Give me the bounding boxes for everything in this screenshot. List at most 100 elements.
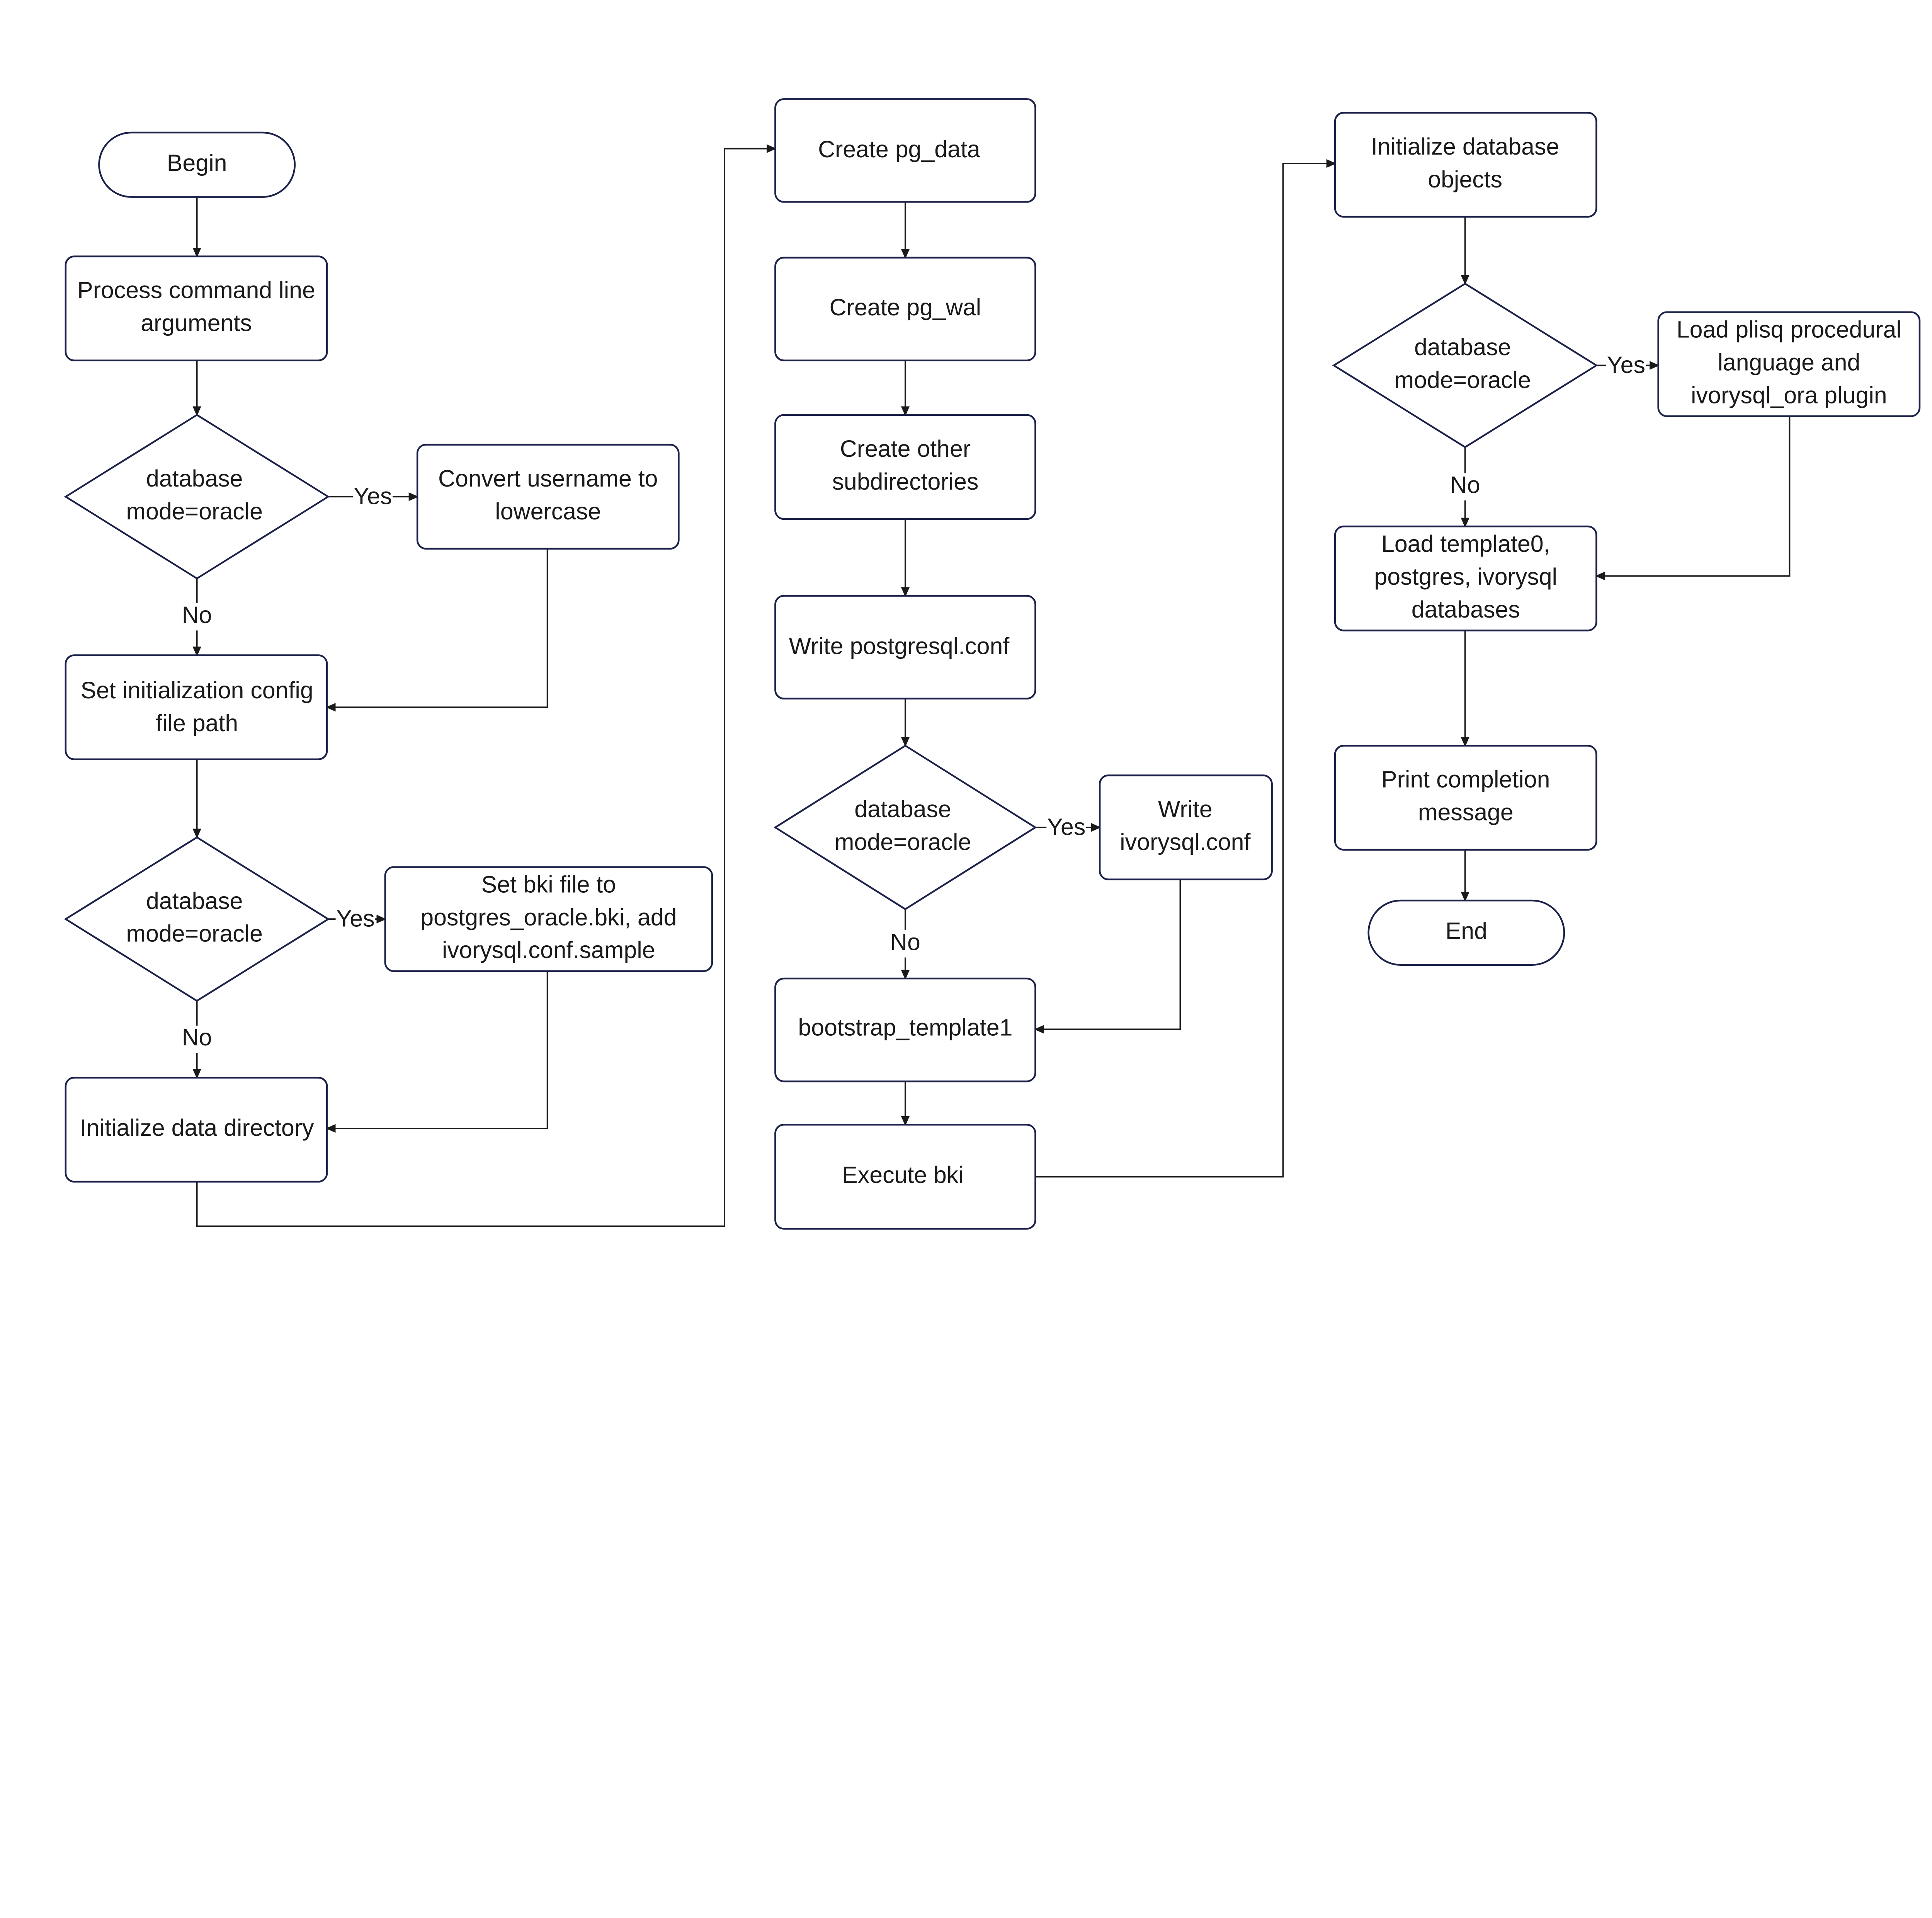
process-box	[1334, 745, 1597, 851]
node-text-line: Begin	[167, 150, 227, 176]
process-box	[774, 595, 1036, 699]
edge-set-bki-to-init-data-dir	[325, 971, 548, 1133]
node-text-line: mode=oracle	[126, 498, 263, 524]
decision-diamond	[1332, 283, 1598, 448]
process-box	[384, 866, 713, 972]
node-text-line: Initialize data directory	[80, 1115, 314, 1141]
terminal-shape	[98, 131, 296, 198]
edge-label-background	[177, 603, 217, 631]
node-begin: Begin	[98, 131, 296, 198]
node-decision2: database mode=oracle	[64, 836, 330, 1002]
node-text-line: database	[854, 796, 951, 822]
node-convert-username: Convert username to lowercase	[416, 444, 680, 550]
node-create-pg-data: Create pg_data	[774, 98, 1036, 203]
process-box	[1334, 112, 1597, 218]
process-box	[65, 654, 328, 760]
node-execute-bki: Execute bki	[774, 1124, 1036, 1230]
edge-label-yes: Yes	[354, 483, 392, 509]
process-box	[65, 255, 328, 361]
node-decision4: database mode=oracle	[1332, 283, 1598, 448]
node-text-line: ivorysql.conf	[1120, 829, 1250, 855]
node-text-line: mode=oracle	[126, 921, 263, 947]
decision-diamond	[774, 744, 1037, 910]
decision-diamond	[64, 836, 330, 1002]
node-text-line: End	[1446, 918, 1487, 944]
edge-label-yes: Yes	[1047, 813, 1085, 840]
process-box	[774, 1124, 1036, 1230]
node-text-line: lowercase	[495, 498, 601, 524]
node-text-line: Create pg_data	[818, 136, 980, 162]
decision-diamond	[64, 414, 330, 580]
edge-label-yes: Yes	[1607, 352, 1645, 378]
node-text-line: Execute bki	[842, 1162, 964, 1188]
node-text-line: file path	[156, 710, 238, 736]
node-text-line: Convert username to	[438, 465, 658, 492]
process-box	[416, 444, 680, 550]
node-text-line: mode=oracle	[835, 829, 971, 855]
process-box	[1099, 774, 1273, 880]
process-box	[774, 414, 1036, 520]
edge-label-background	[1046, 815, 1086, 842]
node-text-line: database	[146, 888, 243, 914]
edge-execute-bki-to-init-db-objects	[1035, 159, 1337, 1178]
edge-label-background	[177, 1025, 217, 1053]
node-text-line: Load plisq procedural	[1677, 316, 1901, 342]
node-text-line: language and	[1718, 349, 1860, 375]
node-create-pg-wal: Create pg_wal	[774, 257, 1036, 361]
node-text-line: mode=oracle	[1394, 367, 1531, 393]
edge-label-no: No	[890, 929, 920, 955]
node-text-line: Print completion	[1381, 766, 1550, 793]
node-decision3: database mode=oracle	[774, 744, 1037, 910]
node-text-line: Load template0,	[1381, 531, 1550, 557]
node-load-templates: Load template0,postgres, ivorysqldatabas…	[1334, 525, 1597, 631]
node-write-ivorysql-conf: Write ivorysql.conf	[1099, 774, 1273, 880]
edge-init-data-dir-to-create-pg-data	[196, 144, 777, 1227]
edge-label-no: No	[182, 1024, 212, 1050]
edge-label-background	[1606, 353, 1646, 380]
node-bootstrap-template1: bootstrap_template1	[774, 977, 1036, 1082]
node-text-line: bootstrap_template1	[798, 1014, 1012, 1041]
node-text-line: database	[146, 465, 243, 492]
node-text-line: Initialize database	[1371, 133, 1559, 160]
edge-convert-username-to-set-config-path	[325, 548, 548, 712]
edge-load-plisql-to-load-templates	[1595, 416, 1791, 580]
edge-write-ivorysql-conf-to-bootstrap-template1	[1034, 879, 1181, 1034]
node-decision1: database mode=oracle	[64, 414, 330, 580]
node-print-completion: Print completion message	[1334, 745, 1597, 851]
node-text-line: Create other	[840, 436, 971, 462]
process-box	[1334, 525, 1597, 631]
process-box	[65, 1077, 328, 1183]
edge-label-background	[885, 930, 925, 958]
process-box	[774, 977, 1036, 1082]
node-text-line: Write postgresql.conf	[789, 633, 1010, 659]
node-text-line: Process command line	[77, 277, 315, 303]
node-set-bki: Set bki file to postgres_oracle.bki, add i…	[384, 866, 713, 972]
edge-label-yes: Yes	[336, 905, 374, 931]
edges	[192, 144, 1791, 1227]
node-text-line: objects	[1428, 166, 1502, 192]
edge-label-background	[335, 907, 376, 934]
edge-label-background	[1445, 473, 1485, 500]
node-text-line: database	[1414, 334, 1511, 360]
node-write-postgresql-conf: Write postgresql.conf	[774, 595, 1036, 699]
node-process-args: Process command line arguments	[65, 255, 328, 361]
node-text-line: Set bki file to	[481, 871, 616, 897]
node-text-line: message	[1418, 799, 1514, 825]
node-text-line: postgres_oracle.bki, add	[420, 904, 677, 930]
node-text-line: Create pg_wal	[830, 294, 981, 320]
edge-label-no: No	[182, 602, 212, 628]
node-text-line: postgres, ivorysql	[1374, 563, 1557, 590]
process-box	[774, 98, 1036, 203]
edge-label-no: No	[1450, 472, 1480, 498]
process-box	[1657, 311, 1921, 417]
node-text-line: arguments	[141, 310, 252, 336]
node-init-db-objects: Initialize database objects	[1334, 112, 1597, 218]
node-text-line: ivorysql.conf.sample	[442, 937, 655, 963]
node-text-line: Write	[1158, 796, 1213, 822]
